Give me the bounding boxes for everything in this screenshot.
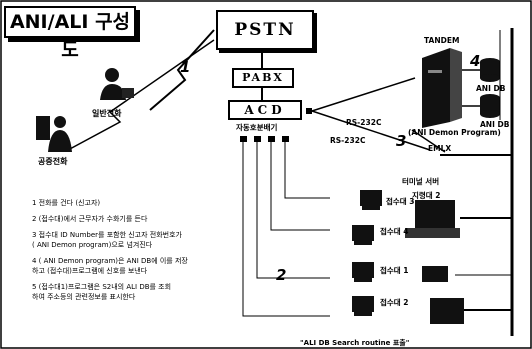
emlx-label: EMLX bbox=[428, 144, 452, 153]
public-phone-label: 공중전화 bbox=[38, 157, 68, 166]
rs232c-label-1: RS-232C bbox=[346, 118, 382, 127]
ani-demon-label: (ANI Demon Program) bbox=[408, 128, 501, 137]
page-title: ANI/ALI 구성도 bbox=[4, 6, 136, 61]
general-phone-person-icon bbox=[100, 68, 134, 100]
ani-db-label-2: ANI DB bbox=[480, 120, 510, 129]
rs232c-label-2: RS-232C bbox=[330, 136, 366, 145]
acd-sublabel: 자동호분배기 bbox=[236, 123, 278, 132]
step-line: 5 (접수대1)프로그램은 S2내의 ALI DB를 조회 bbox=[32, 283, 172, 291]
command-desk-2-label: 지령대 2 bbox=[412, 191, 441, 200]
step-number-2: 2 bbox=[276, 266, 287, 284]
general-phone-label: 일반전화 bbox=[92, 109, 122, 118]
step-line: 1 전화를 건다 (신고자) bbox=[32, 199, 101, 207]
step-line: 4 ( ANI Demon program)은 ANI DB에 이를 저장 bbox=[32, 257, 188, 265]
console-4-label: 접수대 4 bbox=[380, 227, 409, 236]
step-number-4: 4 bbox=[470, 52, 481, 70]
bottom-note: "ALI DB Search routine 표출" bbox=[300, 339, 410, 347]
terminal-server-label: 터미널 서버 bbox=[402, 177, 440, 186]
ani-db-label-1: ANI DB bbox=[476, 84, 506, 93]
step-number-1: 1 bbox=[180, 58, 191, 76]
step-line: 하여 주소등의 관련정보를 표시한다 bbox=[32, 293, 136, 301]
tandem-label: TANDEM bbox=[424, 36, 460, 45]
pstn-box: PSTN bbox=[216, 10, 314, 50]
console-2-label: 접수대 2 bbox=[380, 298, 409, 307]
step-line: 하고 (접수대)프로그램에 신호를 보낸다 bbox=[32, 267, 148, 275]
step-line: 2 (접수대)에서 근무자가 수화기를 든다 bbox=[32, 215, 148, 223]
public-phone-person-icon bbox=[36, 116, 72, 152]
console-1-label: 접수대 1 bbox=[380, 266, 409, 275]
acd-box: ACD bbox=[228, 100, 302, 120]
steps-list: 1 전화를 건다 (신고자) 2 (접수대)에서 근무자가 수화기를 든다 3 … bbox=[32, 198, 188, 302]
pabx-box: PABX bbox=[232, 68, 294, 88]
step-line: ( ANI Demon program)으로 넘겨진다 bbox=[32, 241, 153, 249]
step-line: 3 접수대 ID Number를 포함한 신고자 전화번호가 bbox=[32, 231, 182, 239]
console-3-label: 접수대 3 bbox=[386, 197, 415, 206]
step-number-3: 3 bbox=[396, 132, 407, 150]
